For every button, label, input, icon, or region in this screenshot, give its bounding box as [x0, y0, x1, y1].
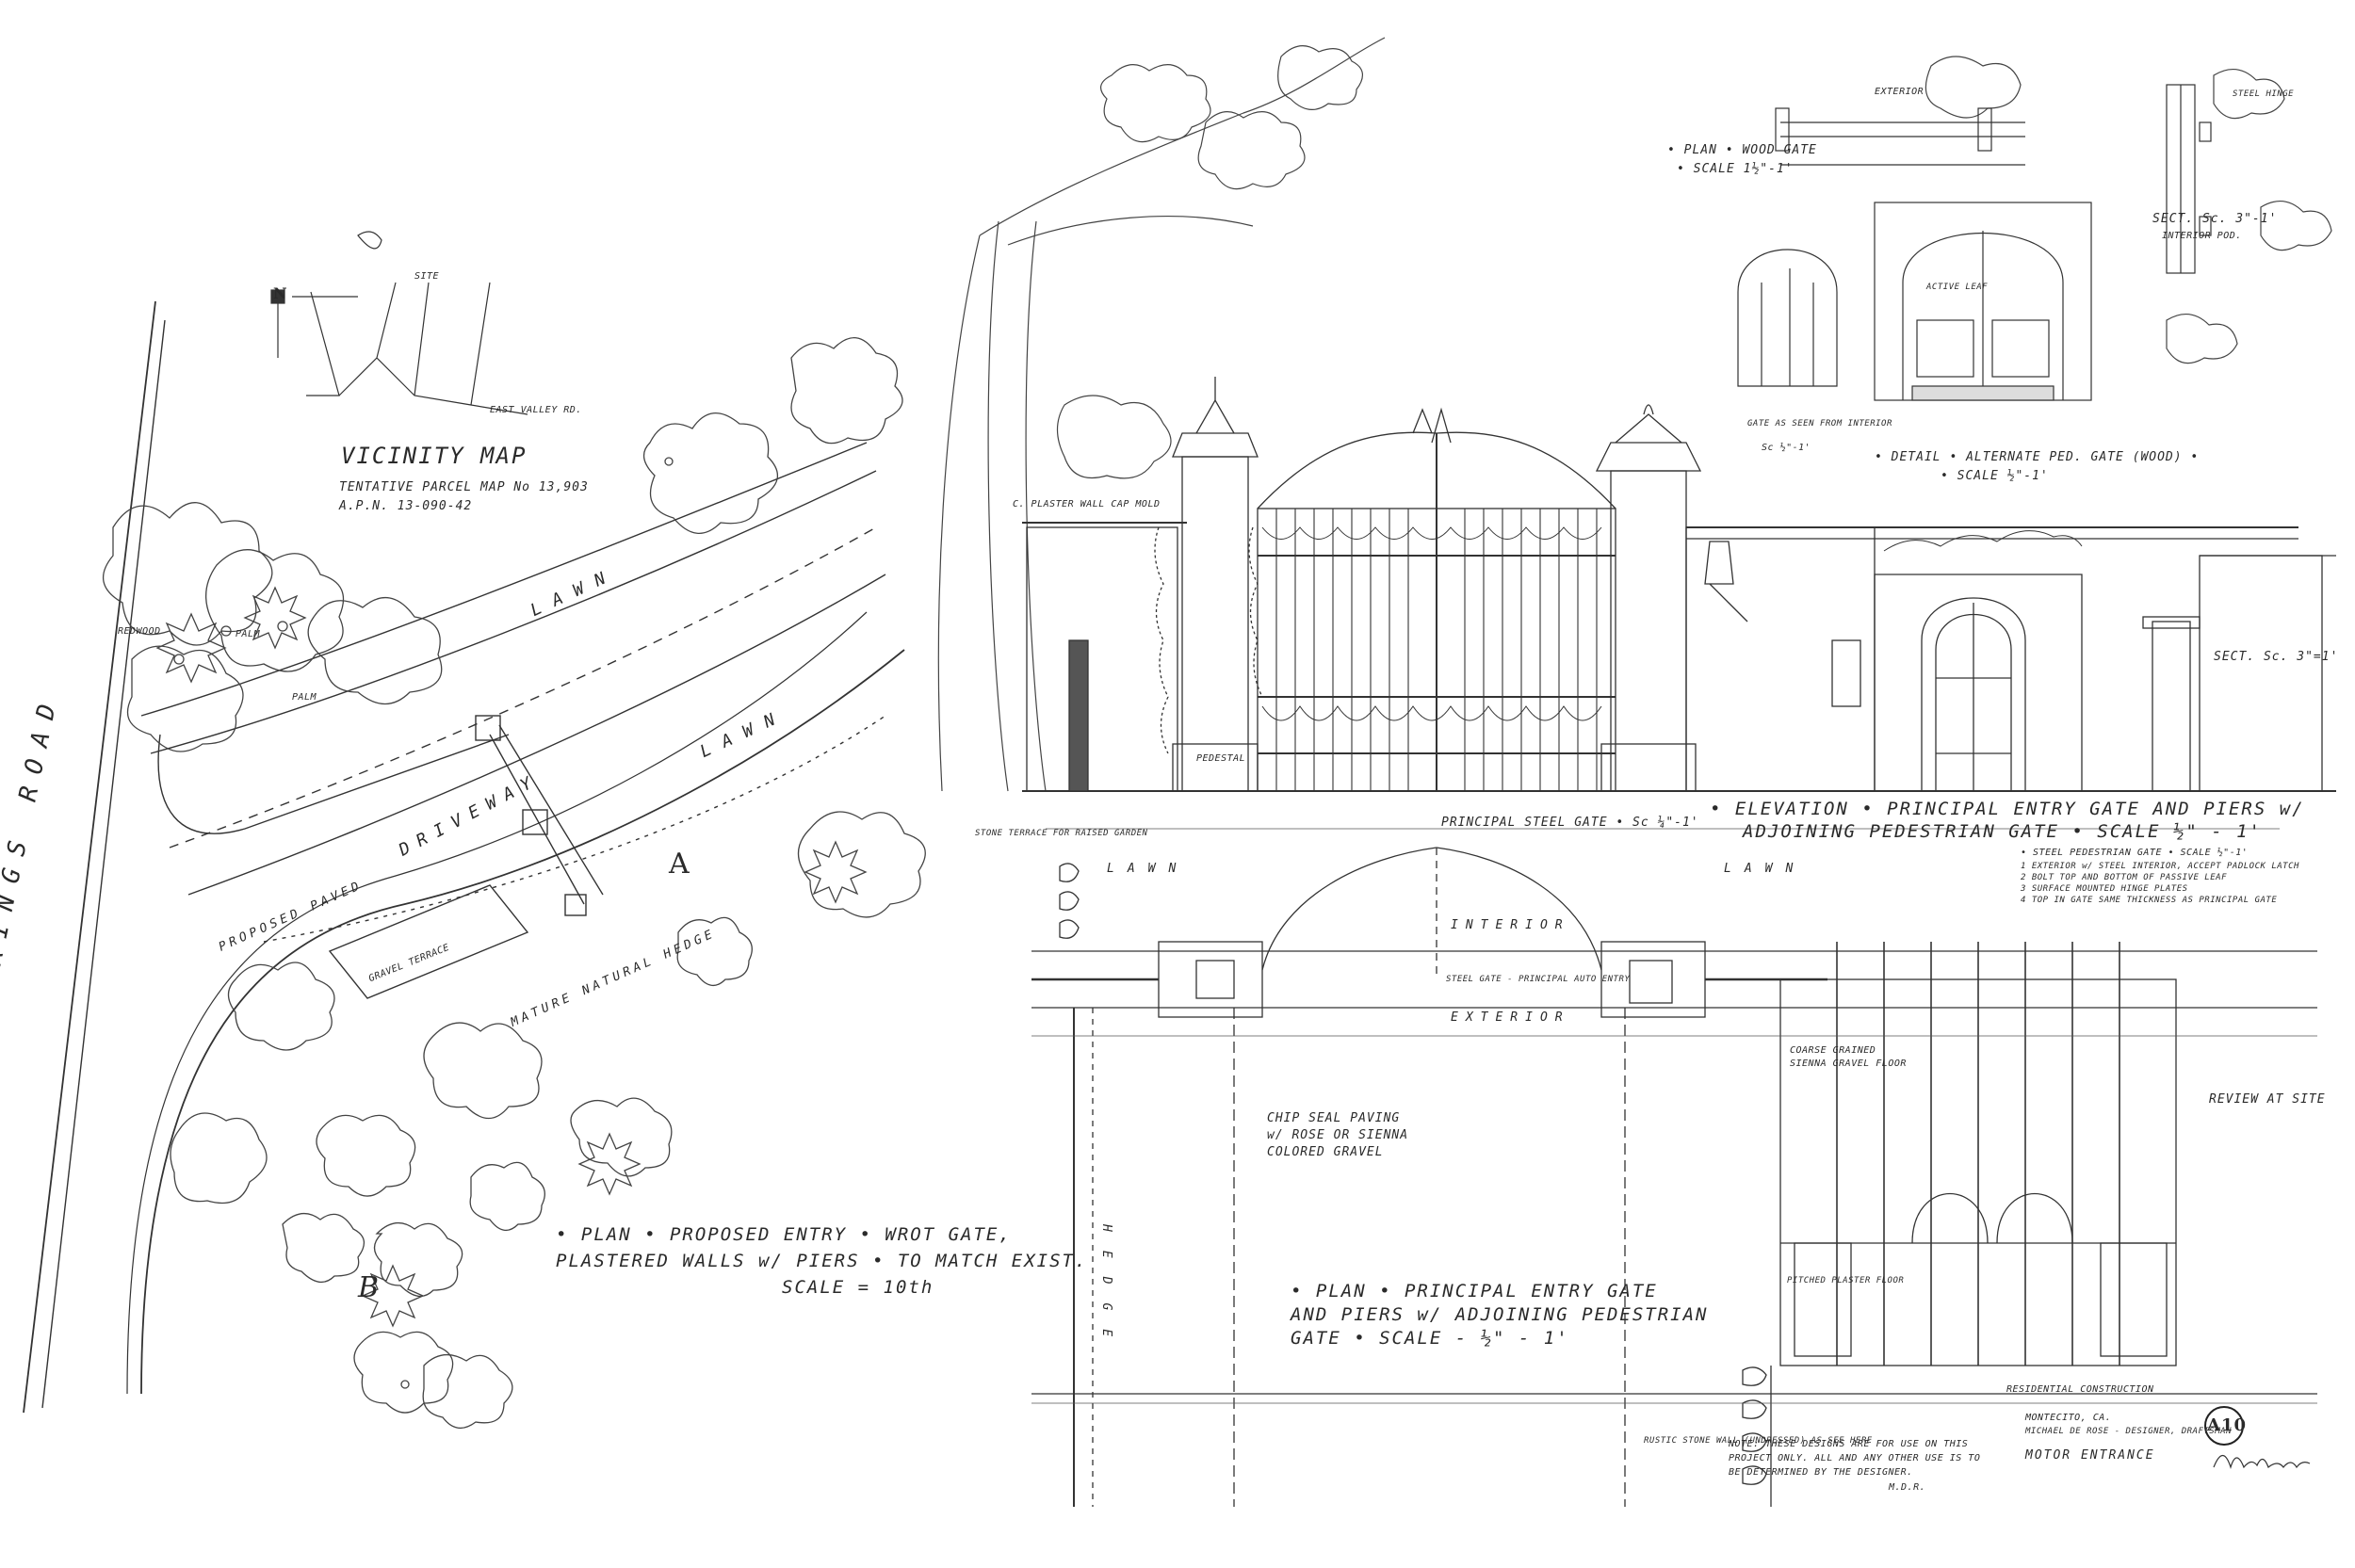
floor-plan-title-1: • PLAN • PRINCIPAL ENTRY GATE: [1291, 1281, 1658, 1301]
principal-steel-gate-label: PRINCIPAL STEEL GATE • Sc ¼"-1': [1441, 816, 1699, 830]
designer-label: MICHAEL DE ROSE - DESIGNER, DRAFTSMAN: [2025, 1427, 2232, 1436]
sheet-number-bubble: [2204, 1406, 2244, 1446]
elevation-title-2: ADJOINING PEDESTRIAN GATE • SCALE ½" - 1…: [1743, 821, 2262, 842]
site-plan-title-1: • PLAN • PROPOSED ENTRY • WROT GATE,: [556, 1224, 1012, 1245]
vicinity-map-title: VICINITY MAP: [341, 443, 528, 469]
pedestrian-note-3: 3 SURFACE MOUNTED HINGE PLATES: [2021, 884, 2188, 894]
designer-signature: [2213, 1454, 2311, 1470]
detail-drawings: [1737, 84, 2212, 401]
pedestrian-gate-label: • STEEL PEDESTRIAN GATE • SCALE ½"-1': [2021, 848, 2249, 858]
location-label: MONTECITO, CA.: [2025, 1413, 2112, 1423]
detail-alt-gate-title: • DETAIL • ALTERNATE PED. GATE (WOOD) •: [1875, 450, 2200, 464]
steel-gate-label: STEEL GATE - PRINCIPAL AUTO ENTRY: [1446, 975, 1631, 984]
note-initials: M.D.R.: [1889, 1482, 1926, 1493]
large-tree: [937, 37, 2332, 792]
site-plan-title-2: PLASTERED WALLS w/ PIERS • TO MATCH EXIS…: [556, 1251, 1088, 1271]
pedestal-label: PEDESTAL: [1196, 753, 1246, 764]
site-trees: [102, 337, 926, 1429]
plan-wood-gate-title: • PLAN • WOOD GATE: [1667, 143, 1817, 157]
plaster-cap-label: C. PLASTER WALL CAP MOLD: [1013, 499, 1161, 509]
palm-label-2: PALM: [292, 692, 317, 703]
detail-exterior-label: EXTERIOR: [1875, 87, 1925, 97]
steel-hinge-label: STEEL HINGE: [2233, 89, 2295, 99]
chip-seal-1: CHIP SEAL PAVING: [1267, 1111, 1401, 1125]
redwood-label: REDWOOD: [118, 626, 161, 637]
site-plan-scale: SCALE = 10th: [782, 1277, 934, 1298]
stone-terrace-label: STONE TERRACE FOR RAISED GARDEN: [975, 829, 1148, 838]
coarse-gravel-1: COARSE GRAINED: [1790, 1045, 1876, 1056]
vicinity-map: [270, 231, 528, 415]
floor-plan-drawing: [1031, 847, 2317, 1507]
palm-label-1: PALM: [236, 629, 261, 639]
plan-exterior-label: EXTERIOR: [1451, 1010, 1570, 1025]
gate-as-seen-scale: Sc ½"-1': [1762, 443, 1811, 453]
floor-plan-title-2: AND PIERS w/ ADJOINING PEDESTRIAN: [1291, 1304, 1709, 1325]
vicinity-map-line2: A.P.N. 13-090-42: [339, 499, 473, 513]
chip-seal-3: COLORED GRAVEL: [1267, 1145, 1384, 1159]
area-label-b: B: [358, 1271, 381, 1304]
coarse-gravel-2: SIENNA GRAVEL FLOOR: [1790, 1059, 1907, 1069]
chip-seal-2: w/ ROSE OR SIENNA: [1267, 1128, 1409, 1142]
floor-plan-title-3: GATE • SCALE - ½" - 1': [1291, 1328, 1569, 1349]
dimension-lines: [1031, 828, 2317, 1404]
rustic-wall-label: RUSTIC STONE WALL (UNDRESSED) AS SEE HER…: [1644, 1436, 1873, 1446]
site-plan: [23, 300, 905, 1414]
pedestrian-note-2: 2 BOLT TOP AND BOTTOM OF PASSIVE LEAF: [2021, 873, 2227, 882]
plan-interior-label: INTERIOR: [1451, 918, 1570, 932]
east-valley-label: EAST VALLEY RD.: [490, 405, 582, 415]
section-title: SECT. Sc. 3"-1': [2152, 212, 2278, 226]
gate-as-seen-label: GATE AS SEEN FROM INTERIOR: [1747, 419, 1892, 428]
elevation-title-1: • ELEVATION • PRINCIPAL ENTRY GATE AND P…: [1710, 799, 2305, 819]
hedge-label: HEDGE: [1099, 1224, 1113, 1356]
review-at-site-label: REVIEW AT SITE: [2209, 1092, 2326, 1107]
detail-alt-gate-scale: • SCALE ½"-1': [1941, 469, 2049, 483]
project-label: MOTOR ENTRANCE: [2025, 1448, 2155, 1463]
active-leaf-label: ACTIVE LEAF: [1926, 283, 1989, 292]
sheet-number: A10: [2207, 1415, 2248, 1435]
area-label-a: A: [669, 848, 690, 881]
vicinity-site-label: SITE: [414, 271, 440, 282]
north-arrow-label: N: [273, 284, 288, 302]
elevation-drawing: [1022, 377, 2336, 792]
interior-pod-label: INTERIOR POD.: [2162, 231, 2242, 241]
pedestrian-note-1: 1 EXTERIOR w/ STEEL INTERIOR, ACCEPT PAD…: [2021, 862, 2299, 871]
plan-wood-gate-scale: • SCALE 1½"-1': [1677, 162, 1794, 176]
note-line-3: BE DETERMINED BY THE DESIGNER.: [1729, 1467, 1913, 1478]
note-line-1: NOTE: THESE DESIGNS ARE FOR USE ON THIS: [1729, 1439, 1969, 1449]
section-callout-label: SECT. Sc. 3"=1': [2214, 650, 2339, 664]
plan-lawn-right: LAWN: [1724, 862, 1807, 876]
pedestrian-note-4: 4 TOP IN GATE SAME THICKNESS AS PRINCIPA…: [2021, 896, 2278, 905]
residential-label: RESIDENTIAL CONSTRUCTION: [2006, 1384, 2154, 1395]
plan-lawn-left: LAWN: [1107, 862, 1190, 876]
pitched-floor-label: PITCHED PLASTER FLOOR: [1787, 1276, 1905, 1285]
note-line-2: PROJECT ONLY. ALL AND ANY OTHER USE IS T…: [1729, 1453, 1981, 1463]
vicinity-map-line1: TENTATIVE PARCEL MAP No 13,903: [339, 480, 589, 494]
